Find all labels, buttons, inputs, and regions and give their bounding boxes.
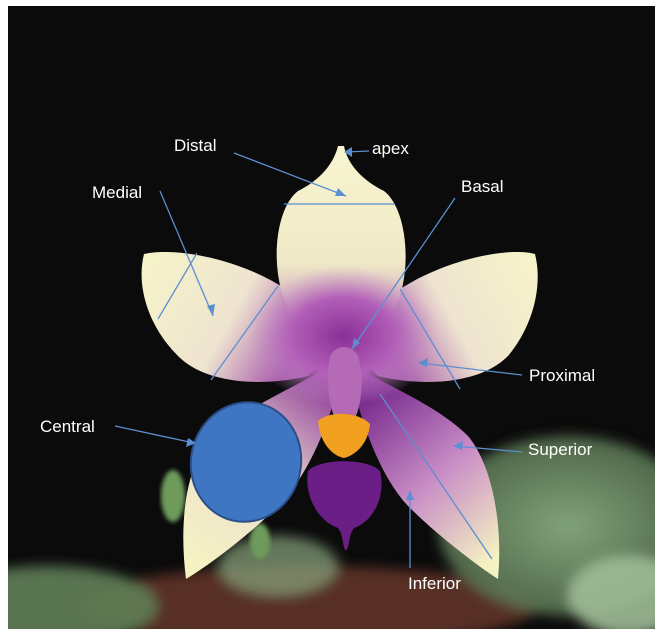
label-inferior: Inferior xyxy=(408,575,461,592)
label-distal: Distal xyxy=(174,137,217,154)
label-proximal: Proximal xyxy=(529,367,595,384)
label-apex: apex xyxy=(372,140,409,157)
green-bud xyxy=(161,470,185,522)
label-central: Central xyxy=(40,418,95,435)
label-basal: Basal xyxy=(461,178,504,195)
label-medial: Medial xyxy=(92,184,142,201)
orchid-illustration xyxy=(8,6,655,629)
orchid-photo: Distal apex Medial Basal Proximal Centra… xyxy=(8,6,655,629)
column xyxy=(328,347,362,416)
label-superior: Superior xyxy=(528,441,592,458)
